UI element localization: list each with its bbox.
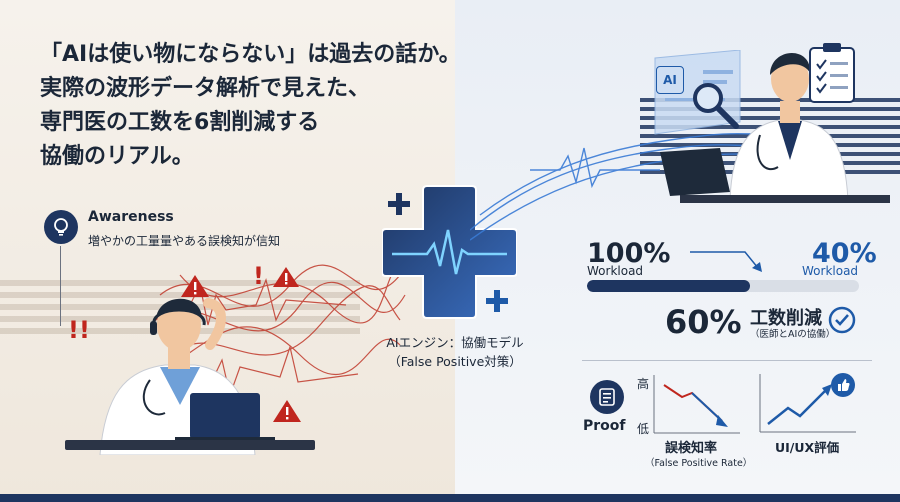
engine-caption: AIエンジン：協働モデル （False Positive対策） xyxy=(375,333,535,371)
headline-line-2: 実際の波形データ解析で見えた、 xyxy=(40,76,371,101)
reduction-value: 60% xyxy=(665,303,742,341)
workload-progress-bar xyxy=(587,280,859,292)
document-icon xyxy=(590,380,624,414)
headline-line-1: 「AIは使い物にならない」は過去の話か。 xyxy=(40,42,461,67)
headline-line-4: 協働のリアル。 xyxy=(40,144,194,169)
thumbs-up-icon xyxy=(831,373,855,397)
after-workload-label: Workload xyxy=(802,264,859,278)
ai-engine-cross-icon xyxy=(382,185,517,319)
warning-icon-3 xyxy=(273,400,301,422)
warning-icon-1 xyxy=(181,275,209,297)
engine-caption-line-1: AIエンジン：協働モデル xyxy=(386,335,524,350)
stats-divider xyxy=(582,360,872,361)
before-workload-label: Workload xyxy=(587,264,644,278)
error-rate-mini-chart xyxy=(653,375,740,434)
error-rate-subtitle: （False Positive Rate） xyxy=(645,458,753,469)
bottom-bar xyxy=(0,494,900,502)
right-desk xyxy=(680,195,890,203)
clipboard-checklist-icon xyxy=(809,43,855,103)
plus-icon-small-2 xyxy=(486,290,508,312)
awareness-subtitle: 増やかの工量量やある誤検知が信知 xyxy=(88,234,281,248)
workload-progress-fill xyxy=(587,280,751,292)
proof-label: Proof xyxy=(583,418,626,434)
ux-score-mini-chart xyxy=(759,374,856,433)
axis-low-label: 低 xyxy=(637,422,650,436)
before-workload-value: 100% xyxy=(587,238,671,269)
check-circle-icon xyxy=(828,306,856,334)
reduction-title: 工数削減 xyxy=(750,308,822,329)
plus-icon-small-1 xyxy=(388,193,410,215)
laptop-icon xyxy=(660,148,730,196)
left-desk xyxy=(65,440,315,450)
calm-doctor-illustration xyxy=(729,52,849,200)
ux-score-title: UI/UX評価 xyxy=(775,440,840,455)
alert-exclamation-1: !! xyxy=(68,316,90,344)
awareness-connector xyxy=(60,246,61,326)
headline: 「AIは使い物にならない」は過去の話か。 実際の波形データ解析で見えた、 専門医… xyxy=(40,38,461,174)
error-rate-title: 誤検知率 xyxy=(665,441,718,456)
axis-high-label: 高 xyxy=(637,377,650,391)
lightbulb-icon xyxy=(44,210,78,244)
ai-label: AI xyxy=(656,66,684,94)
stressed-doctor-illustration xyxy=(99,298,275,455)
warning-icon-2 xyxy=(273,267,299,287)
alert-exclamation-2: ! xyxy=(253,262,264,290)
arrow-down-right-icon xyxy=(690,251,762,272)
magnifier-icon xyxy=(693,83,739,129)
headline-line-3: 専門医の工数を6割削減する xyxy=(40,110,320,135)
reduction-subtitle: （医師とAIの協働） xyxy=(750,329,836,340)
after-workload-value: 40% xyxy=(812,238,877,269)
engine-caption-line-2: （False Positive対策） xyxy=(388,354,522,369)
awareness-title: Awareness xyxy=(88,209,174,225)
